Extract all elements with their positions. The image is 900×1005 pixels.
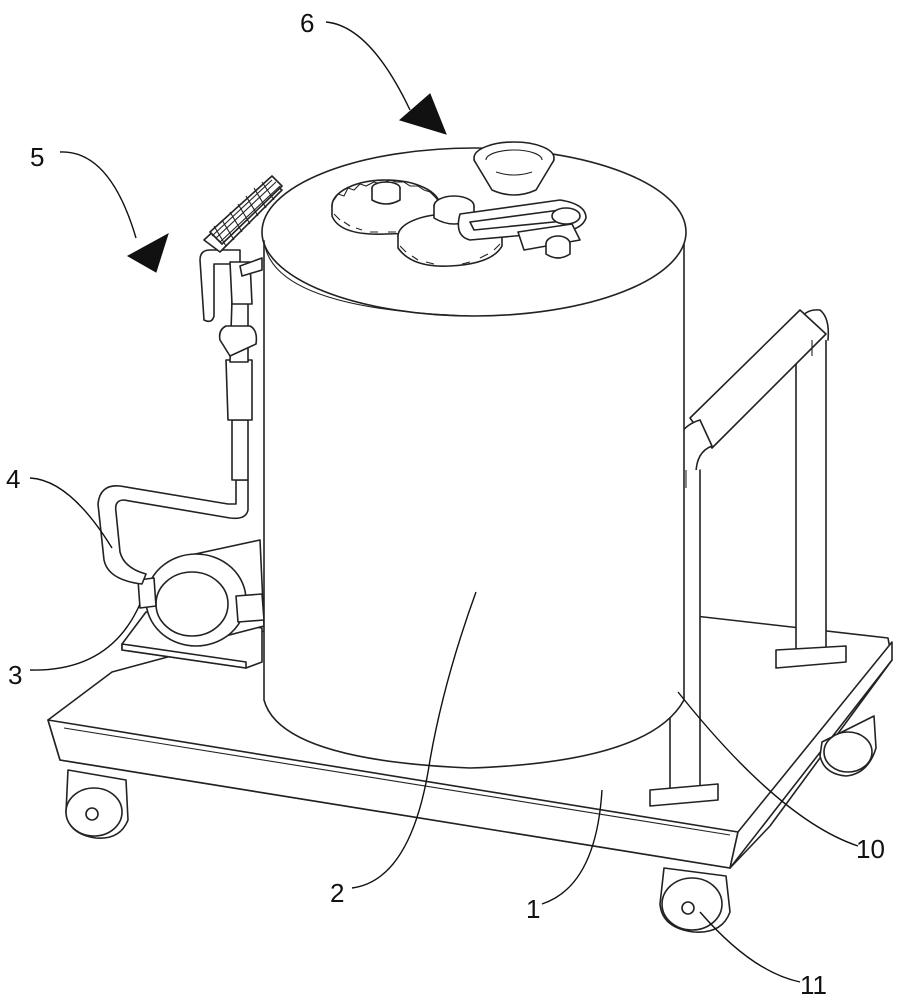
arrow-5 [59, 151, 169, 273]
label-10: 10 [856, 834, 885, 864]
caster-front-left [65, 769, 129, 839]
label-6: 6 [300, 8, 314, 38]
heater-unit [203, 175, 283, 277]
leader-4 [29, 477, 113, 549]
label-5: 5 [30, 142, 44, 172]
label-11: 11 [800, 970, 827, 1000]
feed-funnel [473, 141, 555, 196]
label-2: 2 [330, 878, 344, 908]
arrow-6 [325, 21, 447, 135]
leader-1 [541, 789, 603, 905]
pump-assembly [121, 539, 265, 669]
gear-drive [331, 179, 587, 267]
riser-pipe [199, 249, 258, 481]
leader-10 [677, 691, 859, 847]
caster-front-right [659, 867, 731, 933]
caster-back-right [819, 715, 877, 777]
label-3: 3 [8, 660, 22, 690]
leader-3 [29, 603, 141, 671]
inlet-pipe [97, 479, 249, 585]
leader-11 [699, 911, 801, 983]
label-1: 1 [526, 894, 540, 924]
label-4: 4 [6, 464, 20, 494]
leader-2 [351, 591, 477, 889]
